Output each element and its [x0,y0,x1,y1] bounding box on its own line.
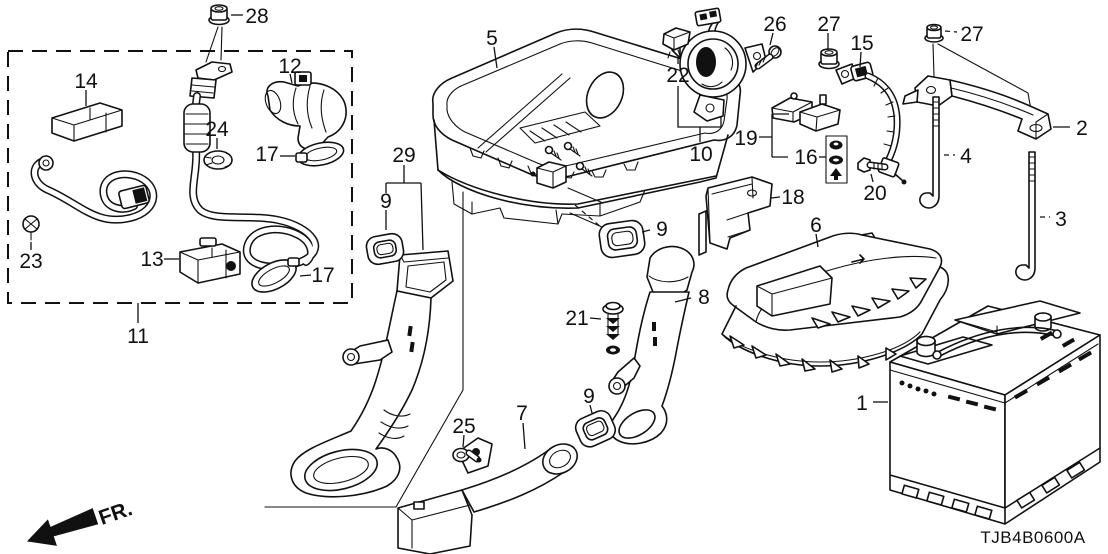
clip-22-illustration [662,27,691,59]
j-bolt-4-illustration [919,96,940,209]
bracket-18-illustration [698,176,773,256]
callout-label-29[interactable]: 29 [392,144,415,167]
grommet-9-upper-illustration [365,232,405,266]
callout-label-17-b[interactable]: 17 [311,264,334,287]
connector-14-illustration [51,102,123,142]
callout-label-17-a[interactable]: 17 [255,143,278,166]
j-bolt-3-illustration [1015,151,1036,281]
battery-illustration [889,300,1101,525]
battery-cable-harness-illustration [22,61,320,271]
callout-label-16[interactable]: 16 [794,146,817,169]
callout-label-3[interactable]: 3 [1055,208,1067,231]
clip-21-illustration [602,301,624,355]
callout-label-11[interactable]: 11 [127,325,149,348]
air-duct-8-illustration [608,245,695,445]
callout-label-9-c[interactable]: 9 [583,385,595,408]
grommet-9-lower-illustration [574,409,617,448]
flange-nut-28-illustration [205,4,230,63]
callout-label-19[interactable]: 19 [734,127,757,150]
callout-label-26[interactable]: 26 [763,13,786,36]
callout-label-9-a[interactable]: 9 [656,218,668,241]
horn-unit-10-illustration [671,7,767,122]
callout-label-9-b[interactable]: 9 [380,190,392,213]
callout-label-12[interactable]: 12 [278,55,301,78]
battery-tray-illustration [431,28,742,229]
fr-label: FR. [96,497,135,530]
callout-label-24[interactable]: 24 [205,118,229,141]
callout-label-13[interactable]: 13 [140,248,163,271]
battery-setting-plate-2-illustration [902,75,1052,140]
callout-label-1[interactable]: 1 [856,392,868,415]
tie-wrap-17-lower-illustration [251,257,300,293]
callout-label-27-a[interactable]: 27 [817,13,840,36]
tie-wrap-17-upper-illustration [295,141,345,167]
fastener-set-16-illustration [825,135,848,184]
callout-labels: 28 14 12 24 17 23 13 17 11 5 22 10 26 27… [19,5,1088,438]
callout-label-10[interactable]: 10 [689,143,712,166]
callout-label-22[interactable]: 22 [666,64,689,87]
flange-nut-27-left-illustration [818,48,840,70]
callout-label-28[interactable]: 28 [245,5,268,28]
callout-label-18[interactable]: 18 [781,186,804,209]
section-divider-line [264,191,464,508]
connector-13-illustration [179,237,241,284]
diagram-code: TJB4B0600A [980,528,1085,547]
callout-label-14[interactable]: 14 [74,70,98,93]
callout-label-21[interactable]: 21 [565,307,588,330]
bolt-20-illustration [857,157,889,173]
leader-lines [30,14,1070,450]
fr-direction-arrow-icon: FR. [26,497,135,546]
screw-26-illustration [754,45,782,70]
battery-box-lid-illustration [721,232,950,373]
callout-label-25[interactable]: 25 [452,415,475,438]
ground-cable-15-illustration [835,61,907,185]
callout-label-23[interactable]: 23 [19,250,42,273]
callout-label-27-b[interactable]: 27 [960,23,983,46]
air-duct-29-illustration [290,250,454,498]
callout-label-7[interactable]: 7 [516,402,528,425]
callout-label-8[interactable]: 8 [698,286,710,309]
callout-label-15[interactable]: 15 [850,32,873,55]
callout-label-6[interactable]: 6 [810,214,822,237]
harness-group-box [7,50,353,304]
callout-label-2[interactable]: 2 [1076,117,1088,140]
grommet-ring-24-illustration [203,150,233,170]
callout-label-20[interactable]: 20 [863,182,886,205]
joint-duct-12-illustration [264,71,347,151]
grommet-9-middle-illustration [598,219,646,259]
clip-25-illustration [452,447,482,463]
relay-19-illustration [771,92,841,132]
callout-label-5[interactable]: 5 [486,27,498,50]
callout-label-4[interactable]: 4 [960,145,972,168]
air-duct-7-illustration [397,437,578,554]
